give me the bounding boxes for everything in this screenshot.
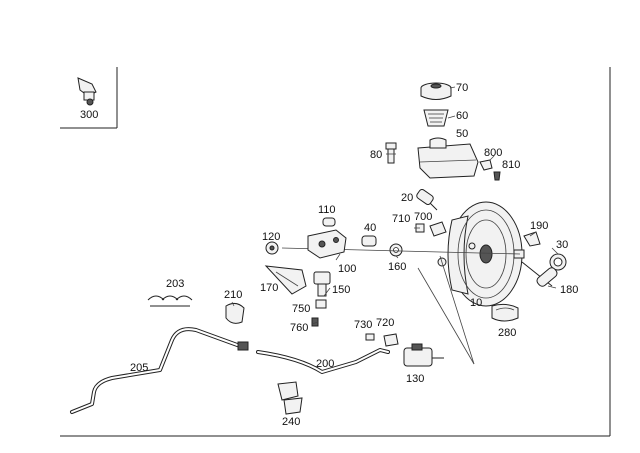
label-720: 720 (376, 317, 394, 329)
label-205: 205 (130, 362, 148, 374)
part-203-clips (147, 295, 193, 307)
part-170-bracket (264, 265, 307, 295)
part-40-spacer (361, 235, 377, 247)
part-100-valve-body (307, 229, 347, 259)
part-205-vacuum-pipe (70, 327, 249, 414)
part-240-hose-clip (277, 381, 303, 415)
part-number-labels: 300 70 60 50 80 800 810 20 710 700 190 1… (80, 82, 578, 428)
label-200: 200 (316, 358, 334, 370)
label-300: 300 (80, 109, 98, 121)
label-810: 810 (502, 159, 520, 171)
label-20: 20 (401, 192, 413, 204)
label-800: 800 (484, 147, 502, 159)
label-240: 240 (282, 416, 300, 428)
label-190: 190 (530, 220, 548, 232)
part-280-bracket (491, 303, 519, 322)
label-203: 203 (166, 278, 184, 290)
part-750-760-connectors (311, 299, 327, 327)
label-700: 700 (414, 211, 432, 223)
part-300-clip (77, 77, 97, 106)
label-80: 80 (370, 149, 382, 161)
label-750: 750 (292, 303, 310, 315)
label-40: 40 (364, 222, 376, 234)
label-130: 130 (406, 373, 424, 385)
label-280: 280 (498, 327, 516, 339)
part-180-pushrod (521, 261, 558, 287)
part-50-reservoir (417, 137, 479, 179)
part-200-vacuum-hose (256, 348, 390, 374)
label-110: 110 (318, 204, 336, 216)
label-180: 180 (560, 284, 578, 296)
part-10-brake-booster (437, 201, 525, 307)
label-710: 710 (392, 213, 410, 225)
label-160: 160 (388, 261, 406, 273)
part-110-plug (322, 217, 336, 227)
part-160-washer (389, 243, 403, 257)
part-80-bolt (385, 142, 397, 164)
part-70-reservoir-cap (420, 82, 452, 100)
label-50: 50 (456, 128, 468, 140)
label-760: 760 (290, 322, 308, 334)
label-170: 170 (260, 282, 278, 294)
part-210-clip (225, 302, 245, 324)
part-120-cap (265, 241, 279, 255)
label-30: 30 (556, 239, 568, 251)
label-70: 70 (456, 82, 468, 94)
diagram-frame (60, 67, 611, 437)
leader-lines (231, 86, 559, 325)
part-130-valve (403, 343, 444, 367)
label-210: 210 (224, 289, 242, 301)
label-150: 150 (332, 284, 350, 296)
part-730-720-fittings (365, 333, 399, 347)
part-30-seal-ring (549, 253, 567, 271)
part-60-filter (423, 109, 449, 127)
part-20-check-valve (416, 188, 438, 211)
label-60: 60 (456, 110, 468, 122)
part-800-810-pins (479, 159, 501, 181)
label-10: 10 (470, 297, 482, 309)
label-120: 120 (262, 231, 280, 243)
part-150-sensor (313, 271, 331, 297)
label-730: 730 (354, 319, 372, 331)
part-710-700-fittings (415, 221, 447, 237)
label-100: 100 (338, 263, 356, 275)
part-190-clip (523, 231, 541, 247)
